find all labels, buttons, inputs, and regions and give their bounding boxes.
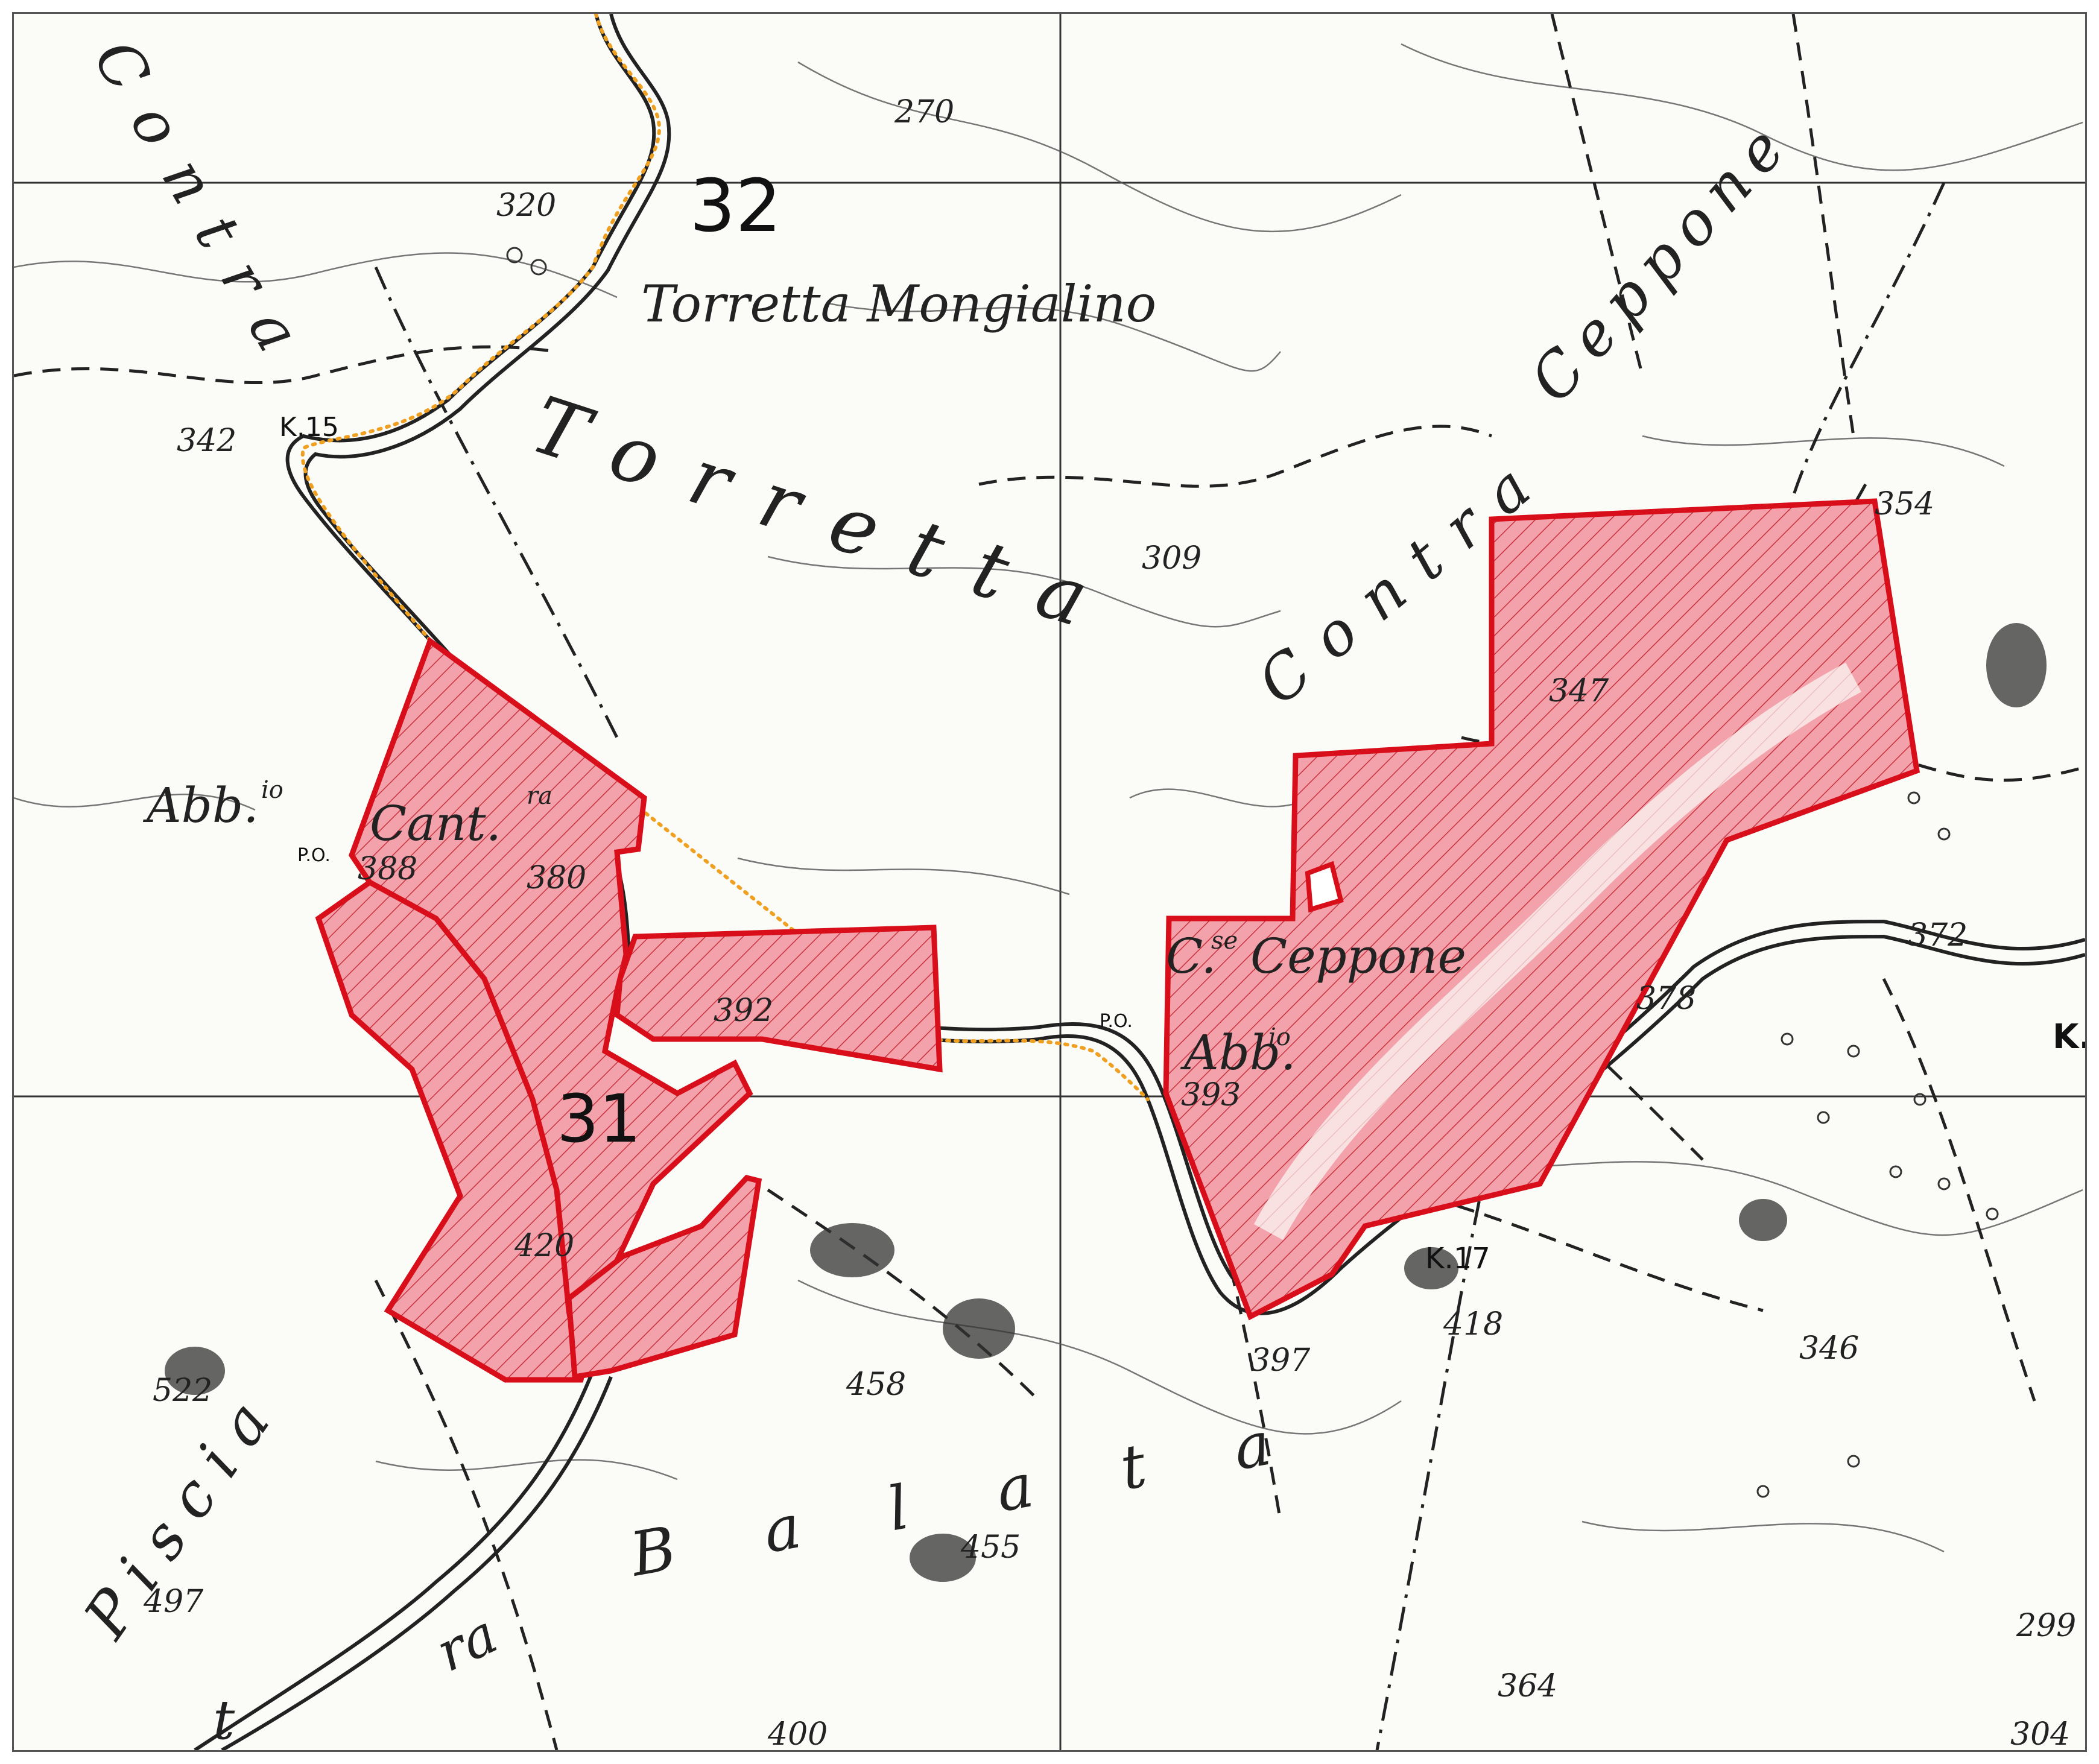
elevation-354: 354 — [1875, 486, 1934, 522]
label-contrada-left: Contra — [80, 28, 328, 387]
elevation-372: 372 — [1908, 917, 1968, 953]
dotted-track — [300, 14, 1150, 1101]
elevation-346: 346 — [1799, 1330, 1859, 1367]
elevation-342: 342 — [177, 423, 236, 459]
elevation-393: 393 — [1181, 1077, 1241, 1113]
map-canvas[interactable]: K.15 K.17 P.O. P.O. 32 31 Torretta Mongi… — [14, 14, 2085, 1750]
elevation-388: 388 — [358, 851, 417, 887]
post-marker-east: P.O. — [1100, 1011, 1133, 1032]
elevation-380: 380 — [527, 860, 586, 896]
map-frame: K.15 K.17 P.O. P.O. 32 31 Torretta Mongi… — [12, 12, 2087, 1752]
elevation-397: 397 — [1250, 1342, 1311, 1379]
admin-boundary — [374, 182, 1946, 1750]
elevation-299: 299 — [2016, 1608, 2076, 1644]
sheet-number-32: 32 — [689, 165, 782, 248]
elevation-420: 420 — [514, 1228, 574, 1264]
svg-text:K.15: K.15 — [279, 412, 339, 443]
elevation-270: 270 — [894, 94, 954, 130]
elevation-378: 378 — [1636, 981, 1696, 1017]
label-c-prefix: C. — [1166, 928, 1217, 984]
olive-symbols — [506, 247, 1999, 1498]
elevation-400: 400 — [767, 1716, 828, 1750]
label-bottom-ra: ra — [427, 1602, 507, 1684]
elevation-309: 309 — [1142, 540, 1201, 577]
label-abb-right-sup: io — [1268, 1023, 1291, 1051]
elevation-392: 392 — [714, 993, 773, 1029]
elevation-320: 320 — [496, 188, 556, 224]
label-contrada-torretta: Torretta — [521, 379, 1133, 656]
label-abb-left-sup: io — [261, 776, 283, 804]
label-contrada-ceppone: Ceppone — [1516, 105, 1806, 416]
elevation-304: 304 — [2010, 1716, 2070, 1750]
km-marker-k17: K.17 — [1425, 1242, 1490, 1276]
label-torretta-mongialino: Torretta Mongialino — [641, 274, 1156, 334]
post-marker-west: P.O. — [297, 845, 331, 866]
svg-text:K.17: K.17 — [1425, 1242, 1490, 1276]
label-abb-left: Abb. — [142, 777, 259, 833]
elevation-418: 418 — [1443, 1306, 1503, 1342]
km-marker-k15: K.15 — [279, 412, 339, 443]
label-abb-right: Abb. — [1180, 1025, 1296, 1081]
label-c-ceppone: Ceppone — [1250, 928, 1466, 984]
label-c-sup: se — [1211, 927, 1238, 955]
coordinate-grid — [14, 14, 2085, 1750]
protected-zone-west[interactable] — [315, 636, 943, 1383]
elevation-455: 455 — [960, 1529, 1021, 1566]
sheet-number-31: 31 — [557, 1080, 641, 1157]
label-cantoniera-sup: ra — [527, 782, 552, 810]
label-cantoniera: Cant. — [370, 795, 501, 852]
elevation-458: 458 — [846, 1367, 906, 1403]
label-far-right-k: K. — [2053, 1017, 2085, 1057]
elevation-labels: 270 320 342 309 354 347 372 388 380 392 … — [143, 94, 2076, 1750]
protected-zone-east[interactable] — [1163, 498, 1920, 1321]
elevation-497: 497 — [143, 1584, 204, 1620]
elevation-364: 364 — [1498, 1668, 1557, 1704]
elevation-347: 347 — [1549, 673, 1609, 709]
elevation-522: 522 — [153, 1373, 212, 1409]
secondary-road — [194, 1370, 613, 1750]
terrain-hachures — [165, 623, 2047, 1582]
label-bottom-t: t — [213, 1689, 235, 1750]
